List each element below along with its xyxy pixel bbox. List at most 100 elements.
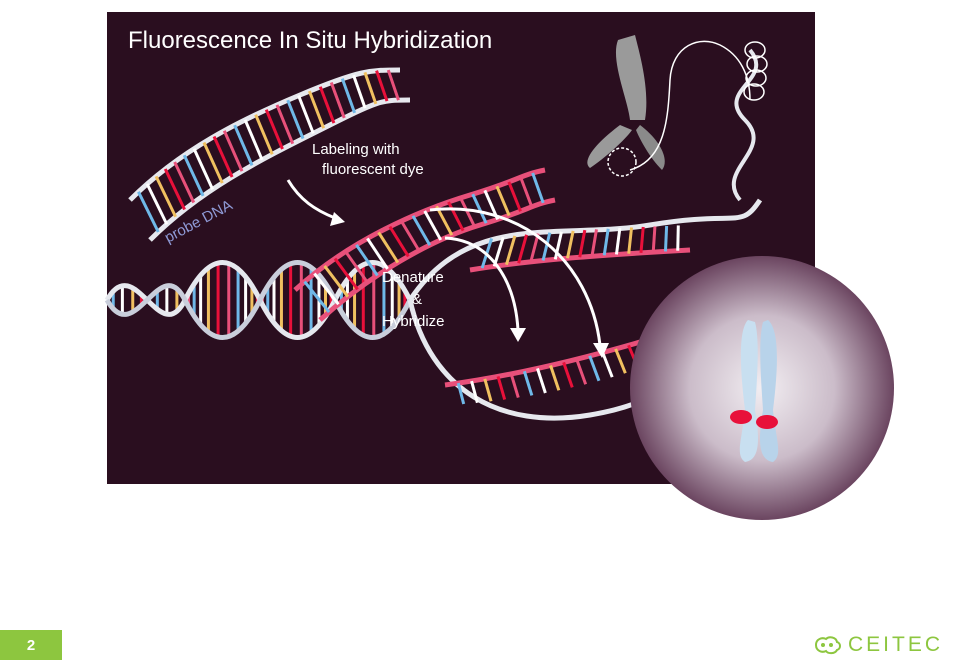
labeled-base-pair: [531, 172, 545, 204]
probe-base-pair: [286, 99, 305, 140]
labeled-base-pair: [313, 272, 340, 306]
page-number: 2: [0, 630, 62, 660]
target-base-pair: [549, 365, 561, 391]
target-base-pair: [536, 367, 547, 394]
labeled-base-pair: [323, 265, 350, 298]
labeled-base-pair: [459, 197, 476, 228]
probe-base-pair: [386, 69, 400, 101]
labeled-strand-bottom: [318, 197, 556, 322]
denature-label-2: &: [412, 291, 422, 308]
upper-helix-strand: [731, 48, 759, 202]
target-base-pair: [553, 231, 563, 260]
fluorescent-chromosome: [730, 320, 779, 462]
target-base-pair: [601, 351, 614, 378]
probe-base-pair: [329, 82, 346, 119]
fish-signal-left: [730, 410, 752, 424]
labeled-base-pair: [400, 220, 421, 252]
probe-base-pair: [222, 130, 244, 172]
loop-3: [745, 69, 767, 87]
loop-4: [743, 83, 765, 101]
target-base-pair: [578, 229, 587, 258]
labeling-line-2: fluorescent dye: [322, 161, 424, 178]
labeled-probe-ribbon: [293, 167, 556, 322]
probe-dna-ribbon: [128, 67, 411, 242]
target-base-pair: [509, 373, 520, 399]
labeled-base-pair: [303, 280, 331, 313]
target-base-pair: [562, 361, 574, 388]
probe-base-pair: [173, 161, 196, 204]
target-base-pair: [602, 228, 610, 256]
target-base-pair: [639, 226, 645, 254]
target-strand-top: [407, 198, 763, 302]
probe-strand-top: [128, 67, 401, 202]
target-base-pair: [651, 226, 657, 253]
target-base-pair: [505, 235, 517, 266]
labeled-base-pair: [519, 176, 534, 208]
labeled-base-pair: [435, 205, 454, 236]
labeled-base-pair: [411, 215, 432, 246]
target-base-pair: [614, 227, 622, 255]
probe-base-pair: [363, 71, 378, 105]
labeled-base-pair: [388, 225, 410, 258]
target-base-pair: [492, 236, 505, 267]
target-base-pair: [590, 229, 598, 257]
target-base-pair: [566, 230, 575, 259]
probe-base-pair: [202, 141, 224, 184]
labeled-base-pair: [333, 257, 359, 291]
diagram-title: Fluorescence In Situ Hybridization: [128, 27, 492, 54]
detection-magnifier: [630, 256, 894, 520]
probe-base-pair: [192, 148, 214, 190]
loop-1: [744, 41, 766, 59]
target-base-pair: [575, 358, 588, 385]
probe-base-pair: [275, 104, 295, 145]
chromosome-arm-right: [636, 125, 665, 170]
probe-base-pairs: [137, 69, 400, 233]
target-base-pair: [614, 348, 627, 374]
probe-base-pair: [297, 95, 315, 134]
probe-base-pair: [264, 109, 284, 150]
target-base-pair: [676, 225, 680, 251]
denature-label-3: Hybridize: [382, 313, 445, 330]
target-base-pair: [627, 227, 634, 254]
ceitec-logo-text: CEITEC: [848, 633, 944, 656]
labeled-base-pair: [507, 181, 522, 212]
chromosome-arm-lower: [587, 125, 632, 168]
labeled-base-pair: [471, 193, 488, 224]
labeled-strand-top: [293, 167, 546, 292]
probe-base-pair: [137, 191, 160, 233]
target-base-pairs: [456, 225, 680, 405]
arrow-hybridize-1: [444, 236, 520, 331]
target-base-pair: [529, 233, 540, 263]
arrow-labeling-head: [330, 212, 345, 226]
target-base-pair: [522, 370, 534, 396]
target-base-pair: [496, 376, 507, 400]
probe-strand-bottom: [148, 97, 411, 242]
labeled-base-pair: [377, 231, 400, 264]
labeled-base-pair: [344, 250, 369, 284]
ceitec-logo: CEITEC: [812, 630, 952, 660]
labeled-base-pair: [495, 185, 511, 217]
probe-base-pair: [154, 175, 177, 218]
probe-base-pair: [243, 119, 264, 161]
chromatin-thread: [629, 40, 751, 171]
arrow-hybridize-2: [429, 207, 602, 346]
target-base-pair: [588, 355, 601, 382]
helix-strand-b: [104, 260, 413, 340]
labeled-base-pairs: [303, 172, 545, 313]
target-base-pair: [541, 232, 552, 261]
probe-base-pair: [182, 154, 205, 197]
probe-base-pair: [352, 74, 367, 109]
probe-base-pair: [163, 168, 186, 211]
probe-base-pair: [375, 70, 389, 102]
chromosome-arm-upper: [615, 35, 647, 120]
probe-base-pair: [318, 86, 336, 124]
chromatin-coil: [607, 147, 637, 177]
probe-base-pair: [145, 183, 169, 225]
arrow-hybridize-2-head: [593, 343, 609, 358]
target-base-pair: [456, 382, 466, 405]
chromatin-loops: [743, 41, 768, 101]
arrow-hybridize-1-head: [510, 328, 526, 342]
target-base-pair: [483, 378, 493, 402]
arrow-labeling: [286, 179, 336, 220]
